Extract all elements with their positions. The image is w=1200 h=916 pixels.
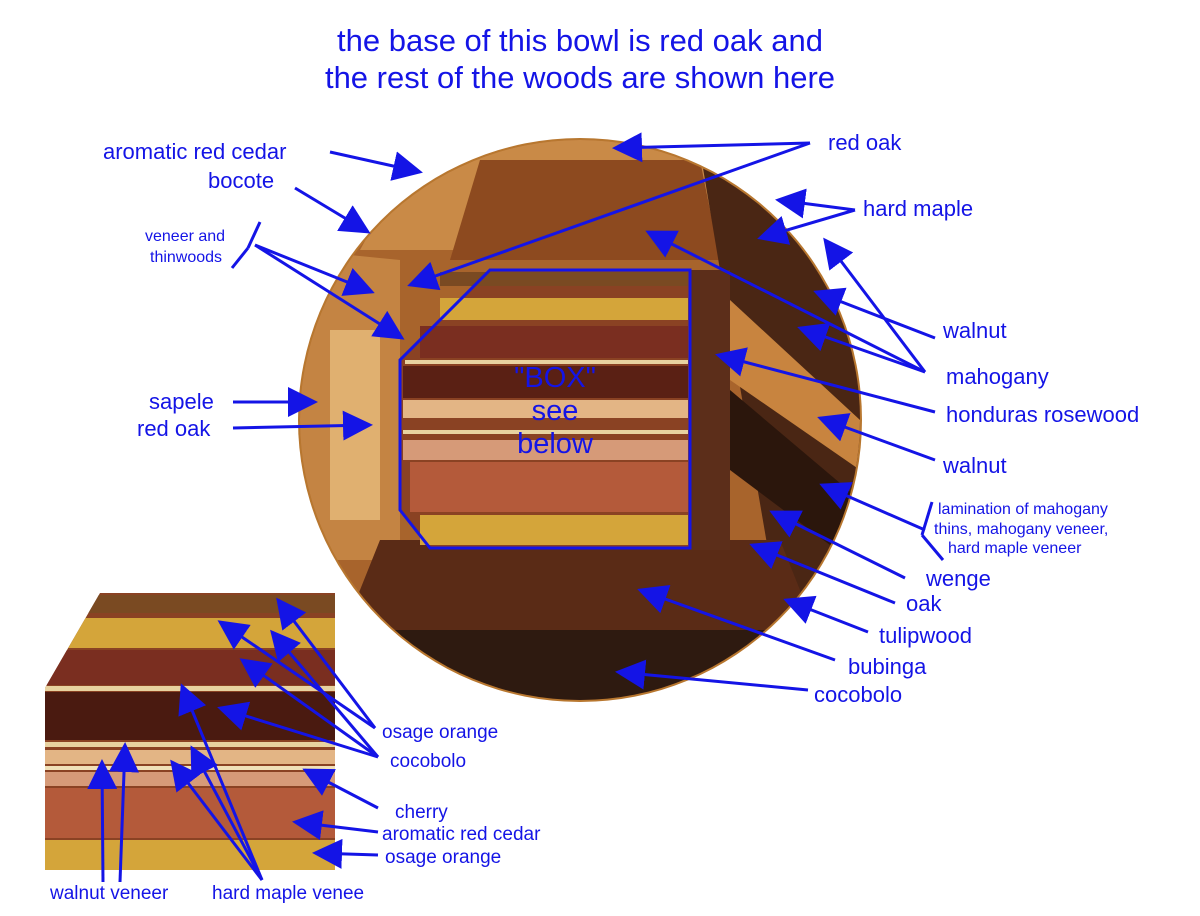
label-hard-maple: hard maple xyxy=(863,196,974,221)
label-aromatic-red-cedar: aromatic red cedar xyxy=(103,139,287,164)
label-wenge: wenge xyxy=(926,566,991,591)
label-bubinga: bubinga xyxy=(848,654,927,679)
label-veneer-line1: veneer and xyxy=(145,228,226,245)
label-cocobolo: cocobolo xyxy=(814,682,903,707)
label-oak: oak xyxy=(906,591,942,616)
box-callout-line-3: below xyxy=(517,428,593,460)
label-osage-orange-1: osage orange xyxy=(382,722,499,743)
label-walnut-2: walnut xyxy=(943,453,1007,478)
label-mahogany: mahogany xyxy=(946,364,1049,389)
label-red-oak-top: red oak xyxy=(828,130,902,155)
box-outline xyxy=(398,268,692,550)
label-lamination-line1: lamination of mahogany xyxy=(938,501,1108,518)
label-walnut-veneer: walnut veneer xyxy=(50,883,169,904)
bowl-photo xyxy=(298,138,862,702)
box-callout-line-1: "BOX" xyxy=(514,362,596,394)
label-tulipwood: tulipwood xyxy=(879,623,972,648)
label-box-aromatic-red-cedar: aromatic red cedar xyxy=(382,824,541,845)
bracket-lines xyxy=(230,221,945,561)
label-hard-maple-veneer: hard maple venee xyxy=(212,883,365,904)
label-sapele: sapele xyxy=(149,389,214,414)
diagram-title: the base of this bowl is red oak and the… xyxy=(0,22,1160,96)
label-walnut-1: walnut xyxy=(943,318,1007,343)
label-box-cocobolo: cocobolo xyxy=(390,751,467,772)
title-line-1: the base of this bowl is red oak and xyxy=(337,23,823,58)
box-callout: "BOX" see below xyxy=(470,362,640,461)
label-osage-orange-2: osage orange xyxy=(385,847,502,868)
label-honduras-rosewood: honduras rosewood xyxy=(946,402,1140,427)
label-cherry: cherry xyxy=(395,802,448,823)
label-red-oak-left: red oak xyxy=(137,416,211,441)
label-bocote: bocote xyxy=(208,168,275,193)
annotation-arrows xyxy=(87,132,936,883)
label-lamination-line3: hard maple veneer xyxy=(948,540,1082,557)
box-callout-line-2: see xyxy=(531,395,579,427)
label-veneer-line2: thinwoods xyxy=(150,249,223,266)
label-lamination-line2: thins, mahogany veneer, xyxy=(934,521,1109,538)
box-stripes xyxy=(400,270,690,548)
title-line-2: the rest of the woods are shown here xyxy=(324,60,836,95)
